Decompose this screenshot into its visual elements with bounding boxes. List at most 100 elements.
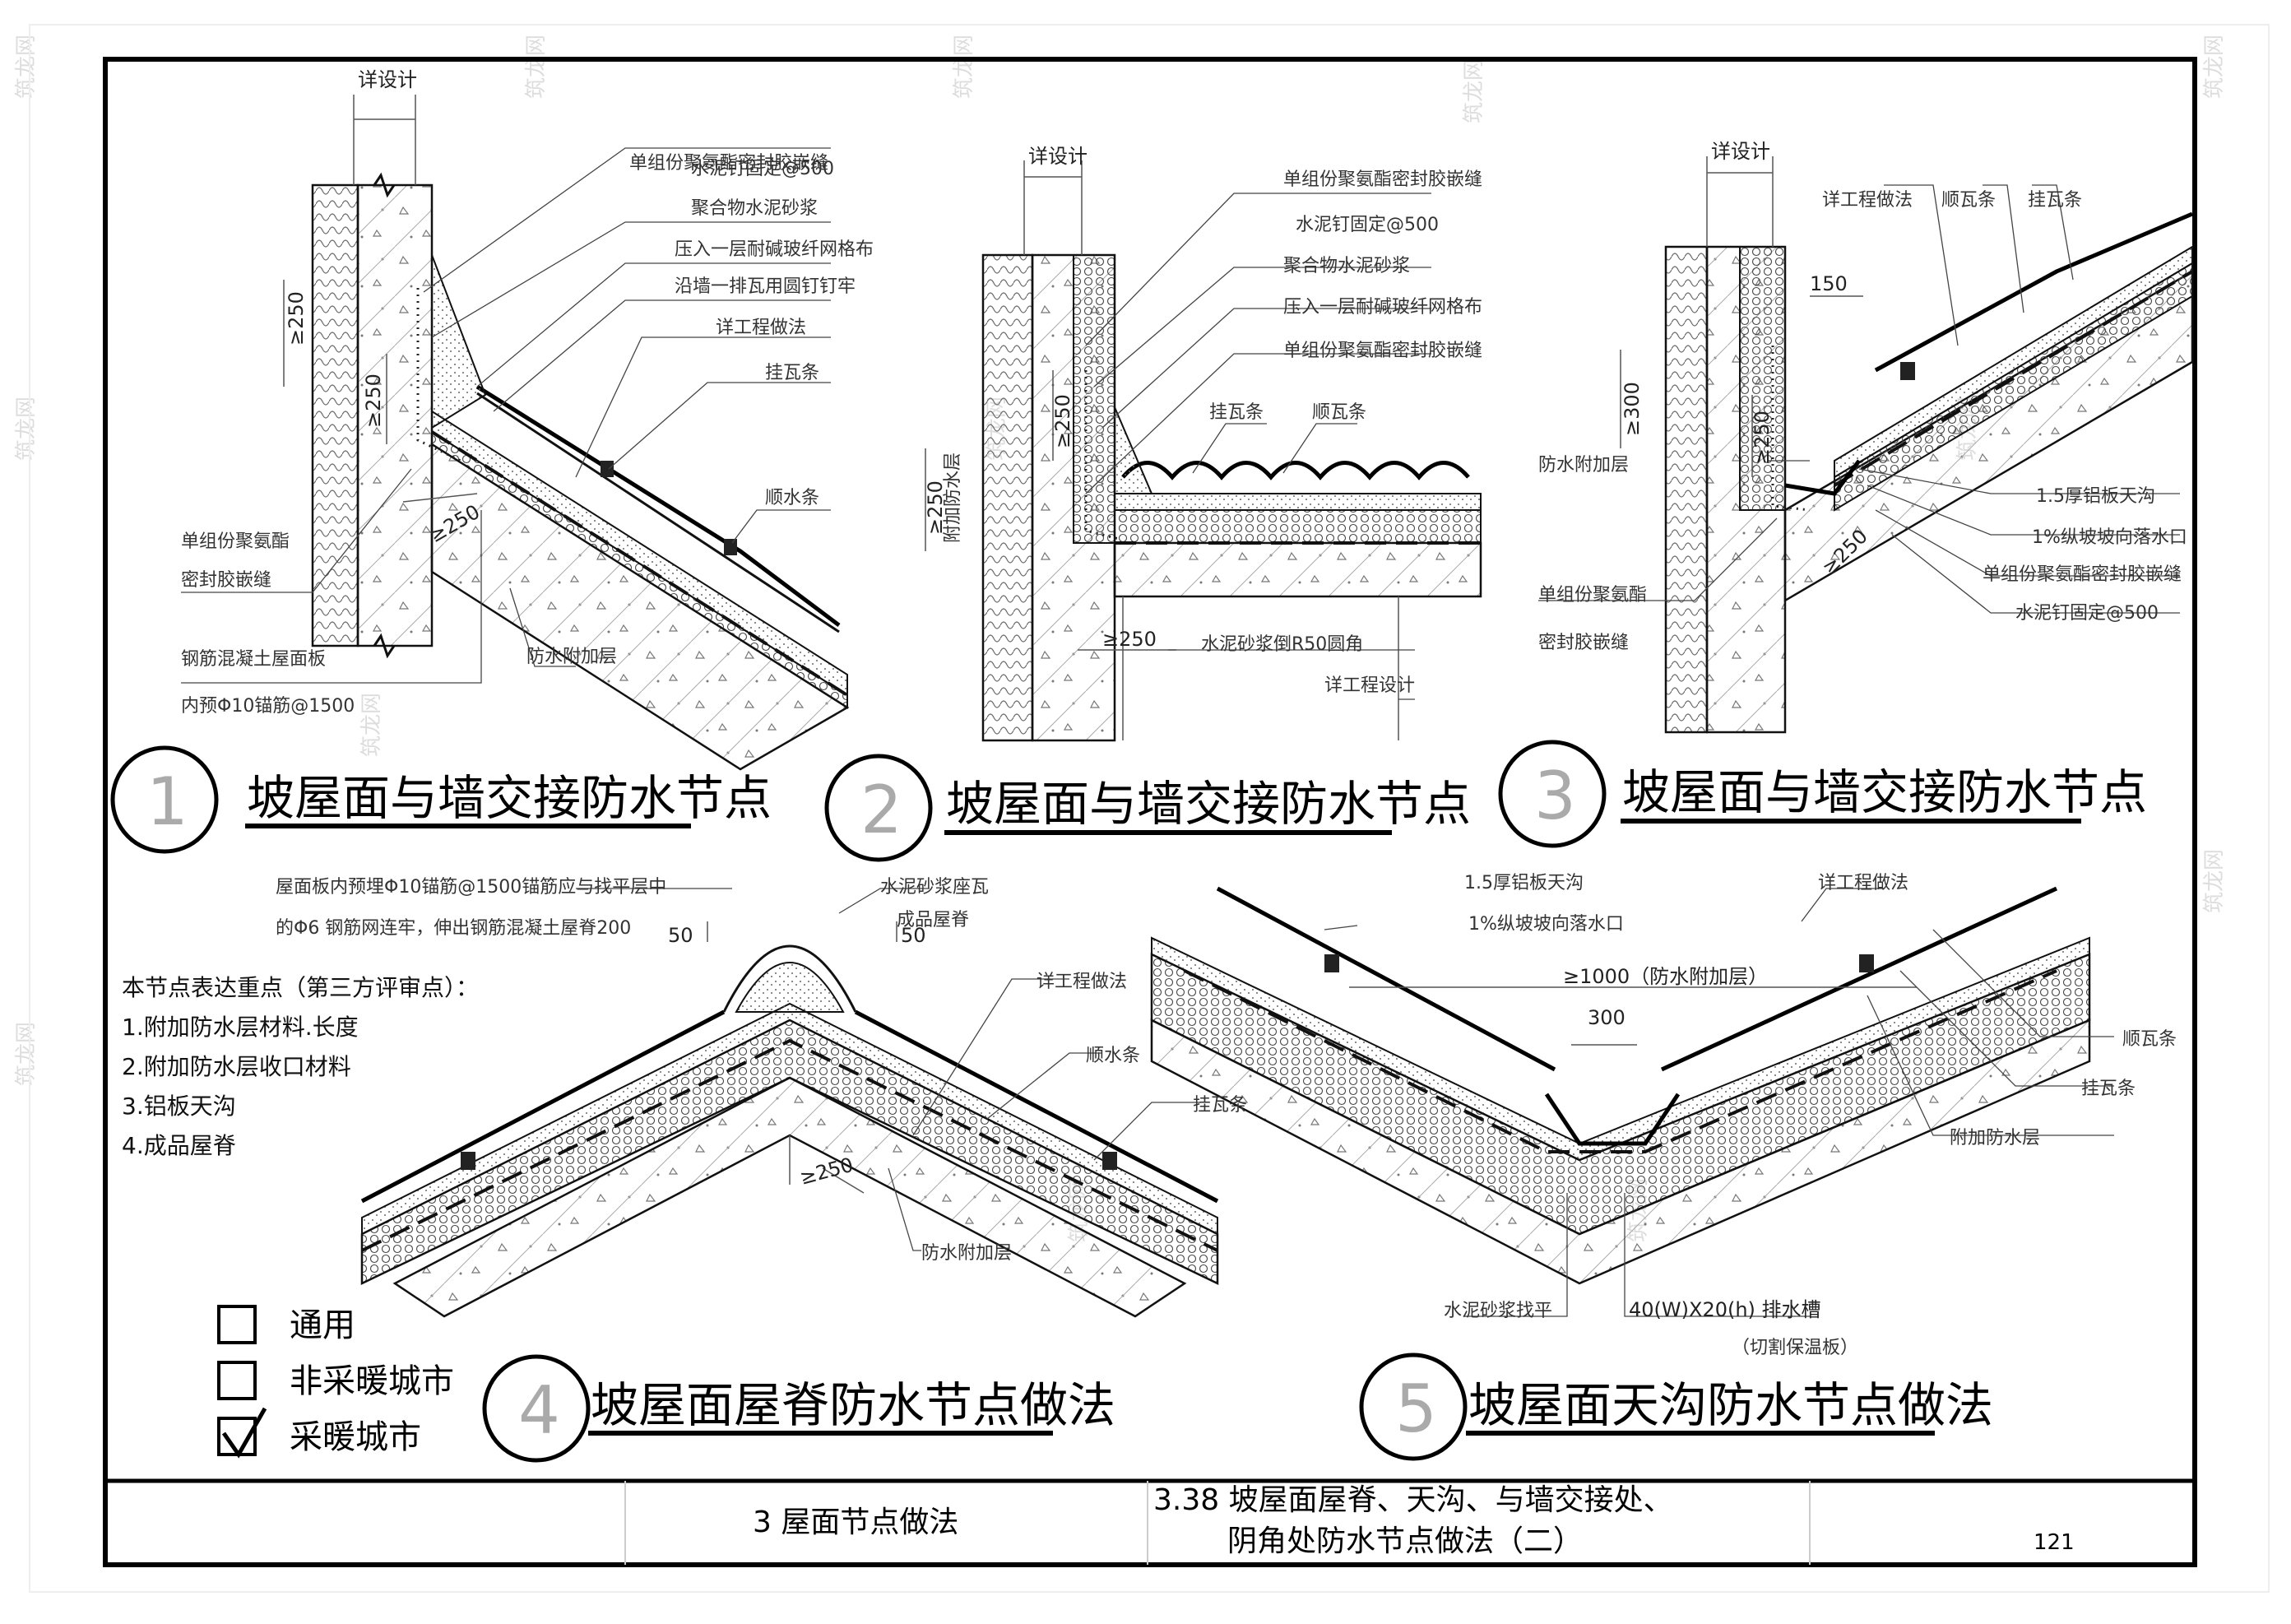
node-3-label-7: 水泥钉固定@500 <box>2015 603 2159 624</box>
node-1-break-top <box>373 172 396 198</box>
node-3-label-4: 1.5厚铝板天沟 <box>2036 486 2155 507</box>
node-3-label-6: 单组份聚氨酯密封胶嵌缝 <box>1983 564 2182 585</box>
node-2-label-3: 压入一层耐碱玻纤网格布 <box>1283 297 1482 318</box>
node-5-label-4: 顺瓦条 <box>2122 1029 2177 1050</box>
node-2-number: 2 <box>860 772 902 848</box>
node-3-dim-side <box>1620 350 1753 477</box>
node-3-text: 详工程做法 顺瓦条 挂瓦条 防水附加层 1.5厚铝板天沟 1%纵坡坡向落水口 单… <box>1534 140 2187 834</box>
node-1-lead-4 <box>476 262 831 387</box>
node-4-label-2: 水泥砂浆座瓦 <box>880 877 989 898</box>
node-5-number-circle <box>1359 1353 1468 1461</box>
node-2-clay-tiles <box>1121 461 1470 480</box>
node-3-label-2: 挂瓦条 <box>2028 190 2082 211</box>
node-5-number: 5 <box>1395 1371 1437 1447</box>
node-3-waterproof-layer <box>1833 270 2194 487</box>
node-5-dim-lines <box>1349 986 1917 1046</box>
node-4-dim-2: ≥250 <box>797 1153 856 1190</box>
node-5-lead-1 <box>1324 925 1358 930</box>
node-3-lead-7 <box>1875 509 2180 577</box>
watermark-9: 筑龙网 <box>359 693 384 757</box>
node-1-label-12: 防水附加层 <box>526 647 617 667</box>
notes-heading: 本节点表达重点（第三方评审点）： <box>122 974 479 1001</box>
node-4-dim-50 <box>707 921 897 942</box>
sheet-trim-border <box>29 24 2270 1593</box>
node-5-text: 1.5厚铝板天沟 1%纵坡坡向落水口 详工程做法 ≥1000（防水附加层） 顺瓦… <box>1395 873 2177 1447</box>
node-4-title: 坡屋面屋脊防水节点做法 <box>591 1377 1115 1433</box>
node-4-dim-0: 50 <box>668 924 693 947</box>
node-4-waterproof-layer <box>361 1038 1218 1252</box>
node-4-detail <box>360 888 1219 1318</box>
node-5-lead-3 <box>1932 929 2114 1037</box>
node-2-lead-5 <box>1085 353 1431 494</box>
watermark-3: 筑龙网 <box>952 35 976 99</box>
node-3-batten-1 <box>1900 362 1915 380</box>
node-5-lead-2 <box>1801 888 1884 922</box>
node-4-ridge-mortar <box>735 962 845 1013</box>
node-2-label-5: 挂瓦条 <box>1209 402 1264 423</box>
node-5-label-8: 40(W)X20(h) 排水槽 <box>1629 1298 1821 1321</box>
node-1-label-3: 压入一层耐碱玻纤网格布 <box>675 239 874 260</box>
node-3-lead-5 <box>1858 468 2180 494</box>
node-2-dim-1: ≥250 <box>924 480 947 535</box>
node-4-text: 屋面板内预埋Φ10锚筋@1500锚筋应与找平层中 的Φ6 钢筋网连牢，伸出钢筋混… <box>276 877 1247 1449</box>
node-2-label-7: 水泥砂浆倒R50圆角 <box>1201 634 1363 655</box>
node-2-dim-side <box>925 370 1054 551</box>
node-1-label-6: 挂瓦条 <box>765 363 819 383</box>
node-2-lead-6 <box>1192 423 1267 474</box>
node-2-detail <box>925 160 1482 742</box>
node-3-lead-2 <box>1983 184 2024 313</box>
node-2-roof-slab <box>1113 541 1482 598</box>
node-5-label-6: 附加防水层 <box>1950 1128 2040 1148</box>
node-3-dim-3: ≥250 <box>1751 411 1774 465</box>
notes-item-4: 4.成品屋脊 <box>122 1132 236 1159</box>
node-4-dim-250 <box>789 1135 865 1194</box>
node-5-label-2: 详工程做法 <box>1818 873 1908 893</box>
node-2-support <box>1122 596 1399 740</box>
node-5-waterproof-layer <box>1184 969 2057 1153</box>
node-2-dim-2: ≥250 <box>1051 394 1074 448</box>
node-3-dim-2: ≥300 <box>1621 382 1644 436</box>
watermark-0: 筑龙网 <box>14 35 39 99</box>
node-4-lead-6 <box>888 1167 921 1251</box>
node-3-label-8: 单组份聚氨酯 <box>1538 585 1647 606</box>
node-4-batten-2 <box>1102 1152 1117 1170</box>
node-1-lead-7 <box>608 382 831 470</box>
node-3-detail <box>1538 156 2194 734</box>
node-5-tiles <box>1216 886 2058 1072</box>
node-1-label-11: 内预Φ10锚筋@1500 <box>181 696 355 717</box>
node-5-label-0: 1.5厚铝板天沟 <box>1464 873 1584 893</box>
node-2-wall-board <box>1073 254 1115 544</box>
node-4-label-6: 挂瓦条 <box>1193 1095 1247 1116</box>
node-3-number-circle <box>1498 740 1607 848</box>
node-4-number: 4 <box>518 1372 560 1449</box>
title-block <box>105 1478 2195 1565</box>
node-4-label-4: 详工程做法 <box>1037 972 1127 992</box>
title-block-page-number: 121 <box>2034 1530 2075 1555</box>
title-block-title-line1: 3.38 坡屋面屋脊、天沟、与墙交接处、 <box>1153 1483 1673 1517</box>
node-1-batten-2 <box>724 539 737 555</box>
node-2-upturn <box>1084 370 1120 541</box>
node-4-label-0: 屋面板内预埋Φ10锚筋@1500锚筋应与找平层中 <box>276 877 666 898</box>
node-1-dim-top <box>353 95 416 185</box>
node-5-label-7: 水泥砂浆找平 <box>1444 1301 1552 1321</box>
title-block-text: 3 屋面节点做法 3.38 坡屋面屋脊、天沟、与墙交接处、 阴角处防水节点做法（… <box>753 1483 2075 1558</box>
node-3-number: 3 <box>1534 758 1576 834</box>
node-1-label-9: 密封胶嵌缝 <box>181 570 271 591</box>
node-1-lead-8 <box>731 509 831 544</box>
node-1-dim-1: ≥250 <box>285 291 308 346</box>
node-3-tiles <box>1874 211 2193 373</box>
node-1-waterproof-layer <box>430 430 849 697</box>
watermark-2: 筑龙网 <box>524 35 549 99</box>
node-1-detail <box>181 95 850 771</box>
node-3-label-1: 顺瓦条 <box>1941 190 1996 211</box>
node-2-wall-insulation <box>981 253 1034 742</box>
node-3-label-3: 防水附加层 <box>1538 455 1629 476</box>
node-1-tile-under <box>476 392 840 633</box>
node-1-label-1: 水泥钉固定@500 <box>691 159 834 179</box>
node-2-label-4: 单组份聚氨酯密封胶嵌缝 <box>1283 341 1482 361</box>
legend-label-non-heating: 非采暖城市 <box>290 1362 454 1400</box>
watermark-6: 筑龙网 <box>14 397 39 461</box>
node-5-label-3: ≥1000（防水附加层） <box>1563 965 1768 988</box>
node-1-wall-insulation <box>311 183 359 647</box>
